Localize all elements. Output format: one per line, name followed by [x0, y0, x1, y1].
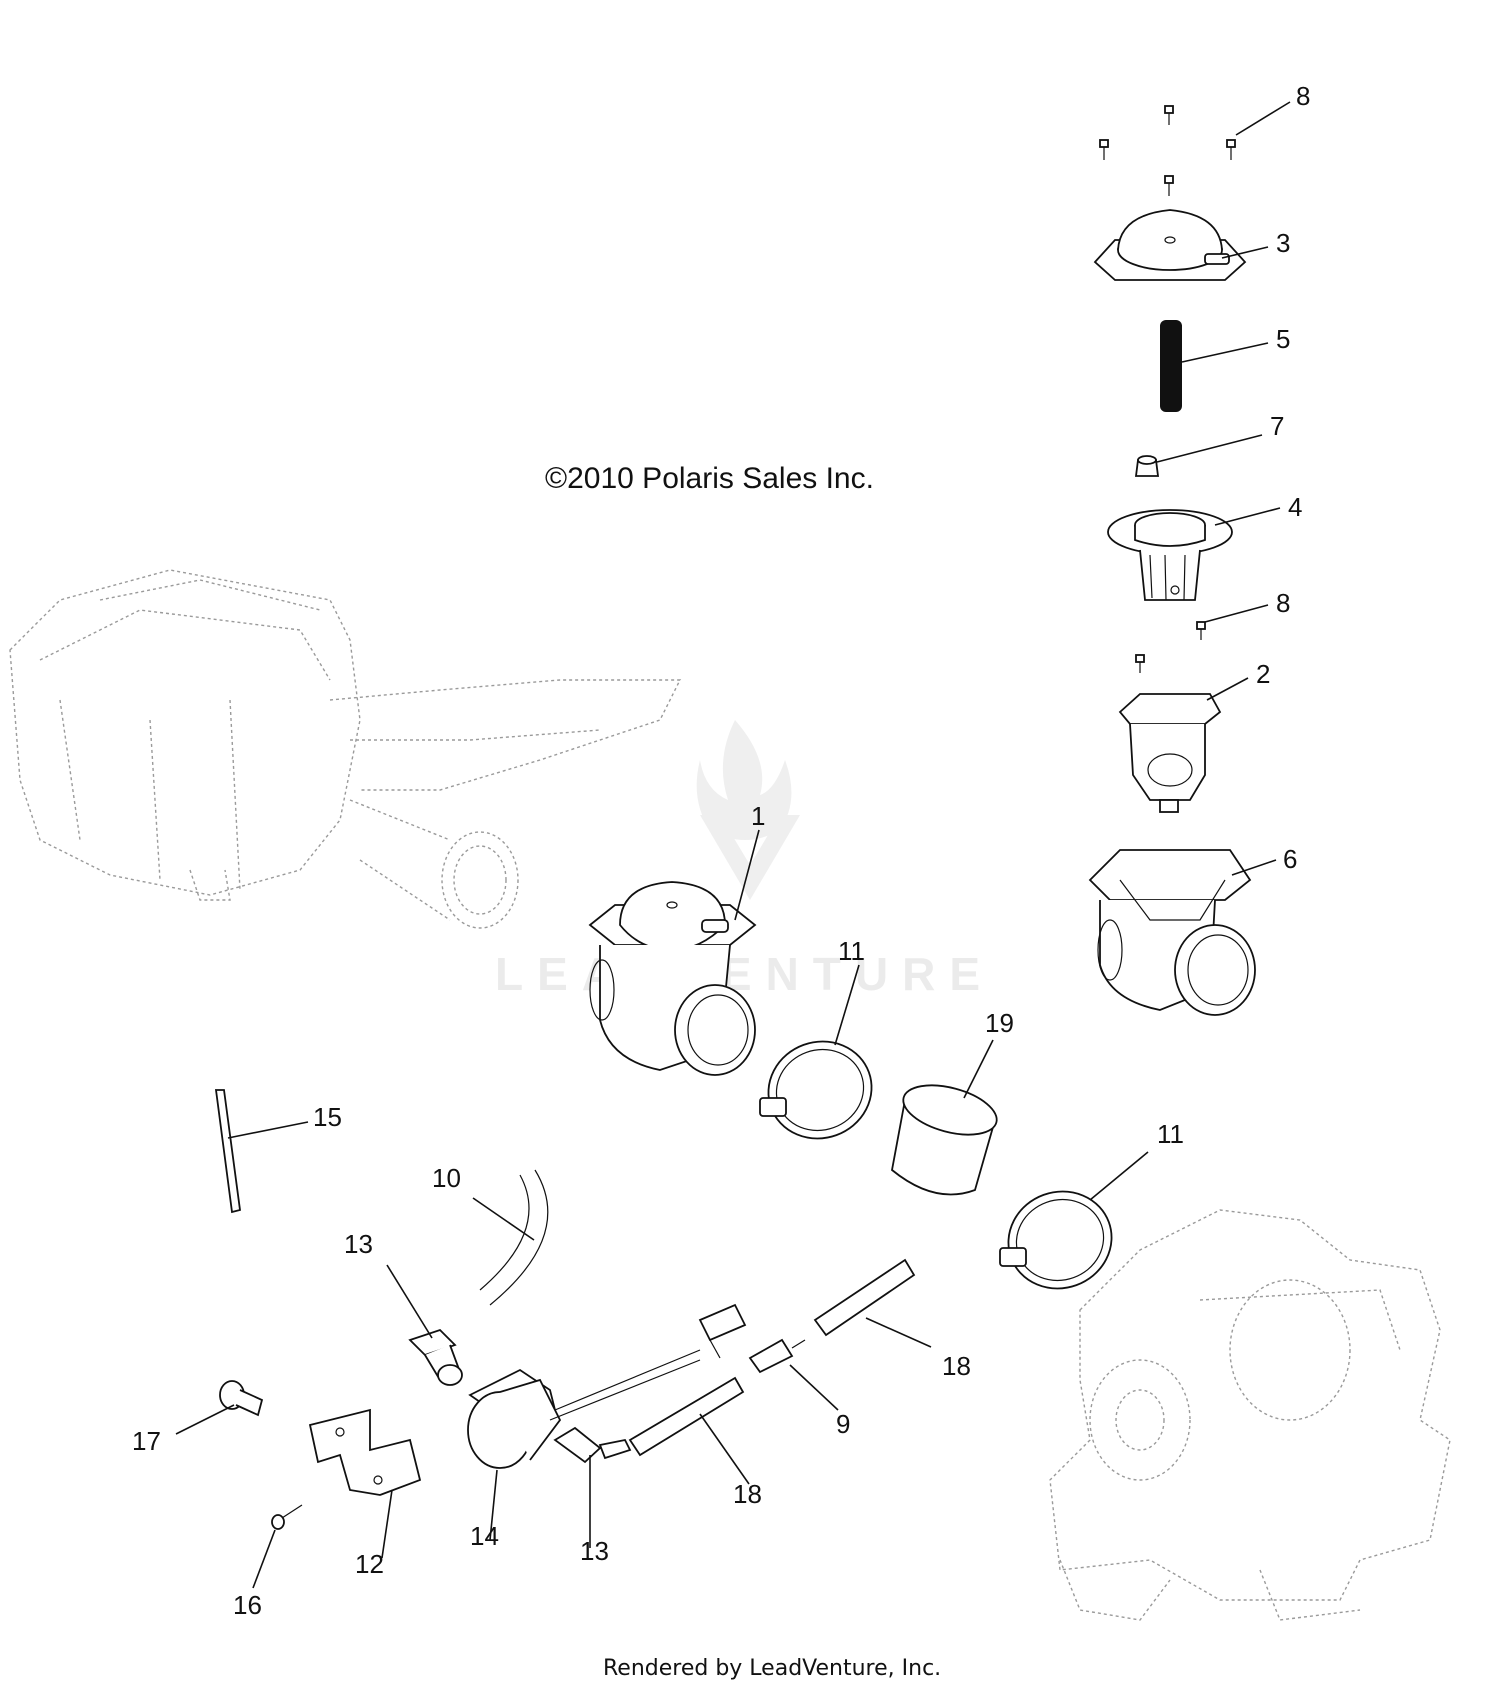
callout-8: 8 [1296, 81, 1310, 111]
callout-19: 19 [985, 1008, 1014, 1038]
callout-13a: 13 [344, 1229, 373, 1259]
diaphragm-piston [1107, 509, 1233, 601]
callout-10: 10 [432, 1163, 461, 1193]
screw [1196, 621, 1206, 640]
flange-bolt [219, 1380, 264, 1417]
callout-18b: 18 [733, 1479, 762, 1509]
callout-12: 12 [355, 1549, 384, 1579]
solenoid [467, 1303, 747, 1469]
vent-hose [479, 1169, 549, 1306]
callout-8b: 8 [1276, 588, 1290, 618]
leader-lines [175, 101, 1291, 1589]
callout-16: 16 [233, 1590, 262, 1620]
watermark-text: LEADVENTURE [495, 948, 994, 1000]
leadventure-watermark: LEADVENTURE [495, 720, 994, 1000]
callout-4: 4 [1288, 492, 1302, 522]
callout-13b: 13 [580, 1536, 609, 1566]
vent-tube-rod [214, 1089, 241, 1214]
spring [1160, 320, 1182, 412]
rendered-by-text: Rendered by LeadVenture, Inc. [603, 1656, 941, 1681]
callout-11a: 11 [838, 936, 865, 966]
callout-6: 6 [1283, 844, 1297, 874]
carb-top-cover [1093, 209, 1247, 281]
mounting-bracket [308, 1408, 422, 1496]
callout-11b: 11 [1157, 1119, 1184, 1149]
screw [1164, 175, 1174, 196]
screw-group-top [1099, 105, 1236, 196]
screw [1135, 654, 1145, 673]
copyright-text: ©2010 Polaris Sales Inc. [545, 462, 874, 495]
screw [1099, 139, 1109, 160]
callout-14: 14 [470, 1521, 499, 1551]
fuel-filter [748, 1338, 806, 1374]
fuel-hose-upper [813, 1258, 916, 1337]
callout-9: 9 [836, 1409, 850, 1439]
small-screw [271, 1504, 303, 1530]
callout-3: 3 [1276, 228, 1290, 258]
carburetor-body [1088, 849, 1256, 1016]
callout-18a: 18 [942, 1351, 971, 1381]
engine-ghost [1049, 1209, 1451, 1621]
callout-labels: 8 3 5 7 4 8 2 6 1 11 19 11 15 10 13 18 9… [132, 81, 1310, 1620]
hose-clamp-2 [999, 1190, 1113, 1290]
callout-15: 15 [313, 1102, 342, 1132]
screw [1226, 139, 1236, 160]
callout-17: 17 [132, 1426, 161, 1456]
intake-boot [891, 1084, 998, 1196]
callout-1: 1 [751, 801, 765, 831]
carburetor-assembly [588, 881, 757, 1076]
screw-group-mid [1135, 621, 1206, 673]
airbox-ghost [9, 569, 682, 929]
hose-clamp-1 [759, 1040, 873, 1140]
elbow-fitting-upper [408, 1328, 463, 1386]
callout-2: 2 [1256, 659, 1270, 689]
needle-retainer [1134, 455, 1160, 477]
fuel-hose-lower [628, 1376, 745, 1457]
elbow-fitting-lower [553, 1426, 632, 1464]
callout-7: 7 [1270, 411, 1284, 441]
screw [1164, 105, 1174, 125]
callout-5: 5 [1276, 324, 1290, 354]
throttle-slide [1118, 693, 1222, 813]
